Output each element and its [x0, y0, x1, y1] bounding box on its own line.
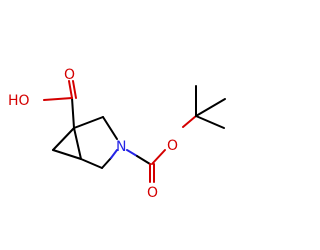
bond-acid-double-1 — [68, 80, 73, 99]
bond-acid-double-2 — [72, 80, 77, 99]
bond-carbonyl-ester-o — [151, 149, 166, 165]
bond-ring-n-c4 — [101, 157, 112, 169]
atom-label-acid-carbonyl-o: O — [64, 67, 75, 83]
bond-c1-acid-carbon — [71, 97, 75, 129]
bond-cyclopropane-fused — [73, 127, 82, 160]
bond-ring-c4-c5 — [80, 158, 103, 169]
structure-diagram: HO O N O O — [8, 67, 226, 201]
bond-ring-c1-c2 — [73, 116, 104, 129]
atom-label-ester-o: O — [167, 138, 178, 154]
bond-cyclopropane-bottom — [52, 149, 82, 160]
bond-ring-c2-n — [102, 116, 118, 140]
atom-label-carbamate-carbonyl-o: O — [147, 185, 158, 201]
atom-label-nitrogen: N — [116, 139, 126, 155]
bond-cyclopropane-top — [52, 127, 75, 151]
bond-ester-o-tbu — [182, 115, 197, 128]
bond-n-carbonyl-polar — [126, 149, 138, 157]
bond-tbu-down — [195, 115, 225, 129]
atom-label-hydroxyl: HO — [8, 93, 30, 109]
bond-n-carbonyl — [136, 155, 151, 165]
bond-ring-n-c4-polar — [110, 149, 118, 159]
bond-tbu-right — [195, 98, 226, 117]
bond-acid-oh — [43, 97, 73, 101]
